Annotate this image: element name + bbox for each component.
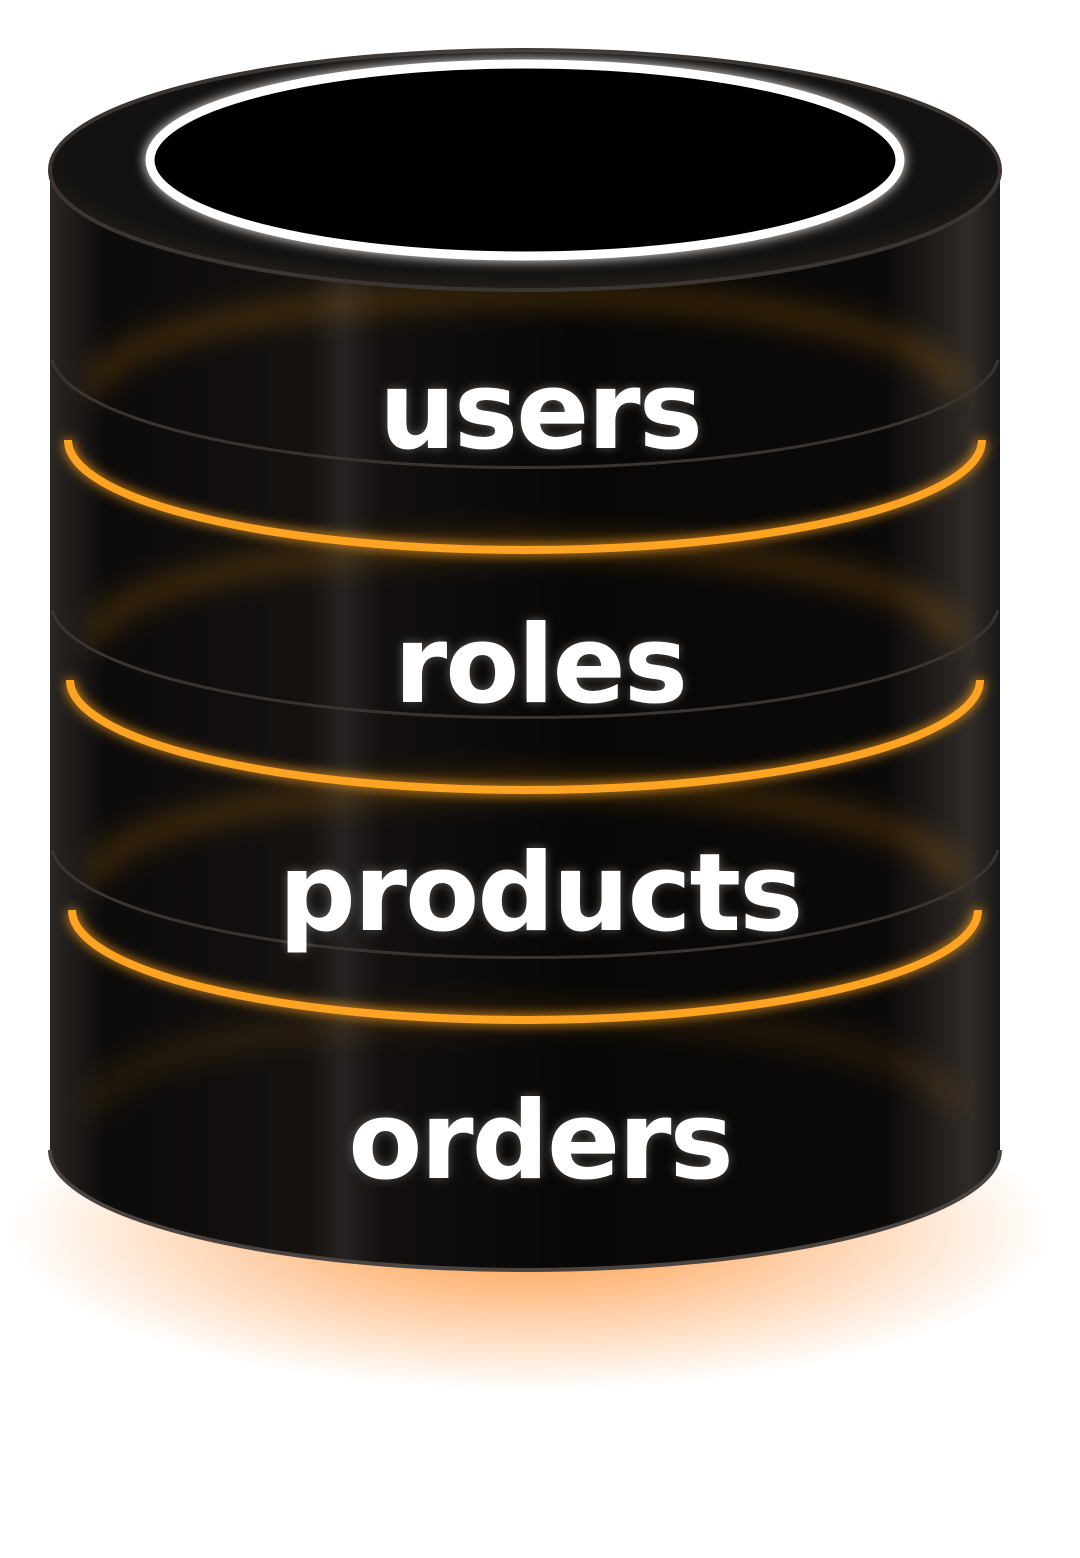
table-label-orders: orders	[348, 1079, 734, 1204]
orange-glow-rings	[64, 439, 986, 1024]
top-ring	[145, 59, 905, 261]
segment-rims	[50, 359, 1000, 960]
table-label-users: users	[379, 349, 703, 474]
table-label-products: products	[278, 831, 804, 956]
segment-inner-glows	[90, 290, 960, 1111]
bottom-rim	[48, 1149, 1002, 1272]
table-label-roles: roles	[393, 603, 688, 728]
